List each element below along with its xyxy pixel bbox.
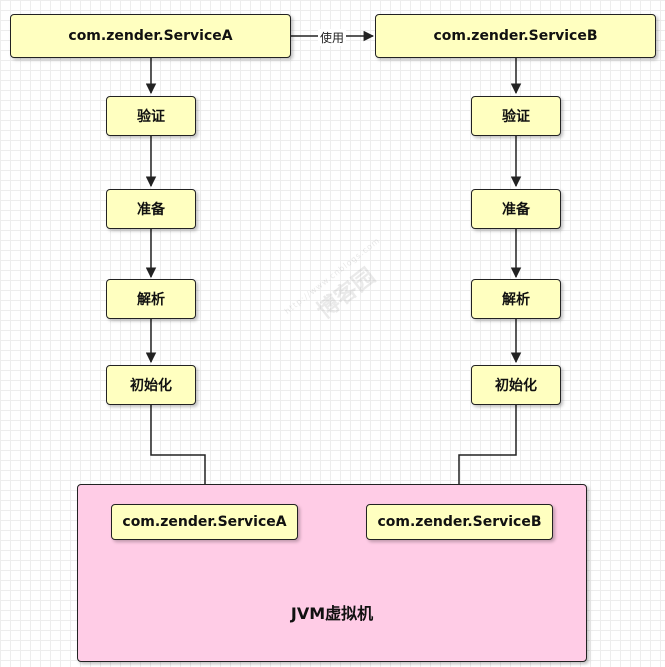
a-step-initialize: 初始化 bbox=[106, 365, 196, 405]
a-step-verify: 验证 bbox=[106, 96, 196, 136]
jvm-label: JVM虚拟机 bbox=[290, 604, 374, 623]
a-init-to-jvm-arrow bbox=[150, 405, 211, 503]
b-step-initialize: 初始化 bbox=[471, 365, 561, 405]
a-step-prepare: 准备 bbox=[106, 189, 196, 229]
b-step-prepare: 准备 bbox=[471, 189, 561, 229]
service-a-box: com.zender.ServiceA bbox=[10, 14, 291, 58]
b-step-verify: 验证 bbox=[471, 96, 561, 136]
jvm-class-b: com.zender.ServiceB bbox=[366, 504, 553, 540]
service-b-box: com.zender.ServiceB bbox=[375, 14, 656, 58]
jvm-class-a: com.zender.ServiceA bbox=[111, 504, 298, 540]
b-init-to-jvm-arrow bbox=[453, 405, 517, 503]
a-step-resolve: 解析 bbox=[106, 279, 196, 319]
b-step-resolve: 解析 bbox=[471, 279, 561, 319]
uses-label: 使用 bbox=[318, 29, 347, 46]
